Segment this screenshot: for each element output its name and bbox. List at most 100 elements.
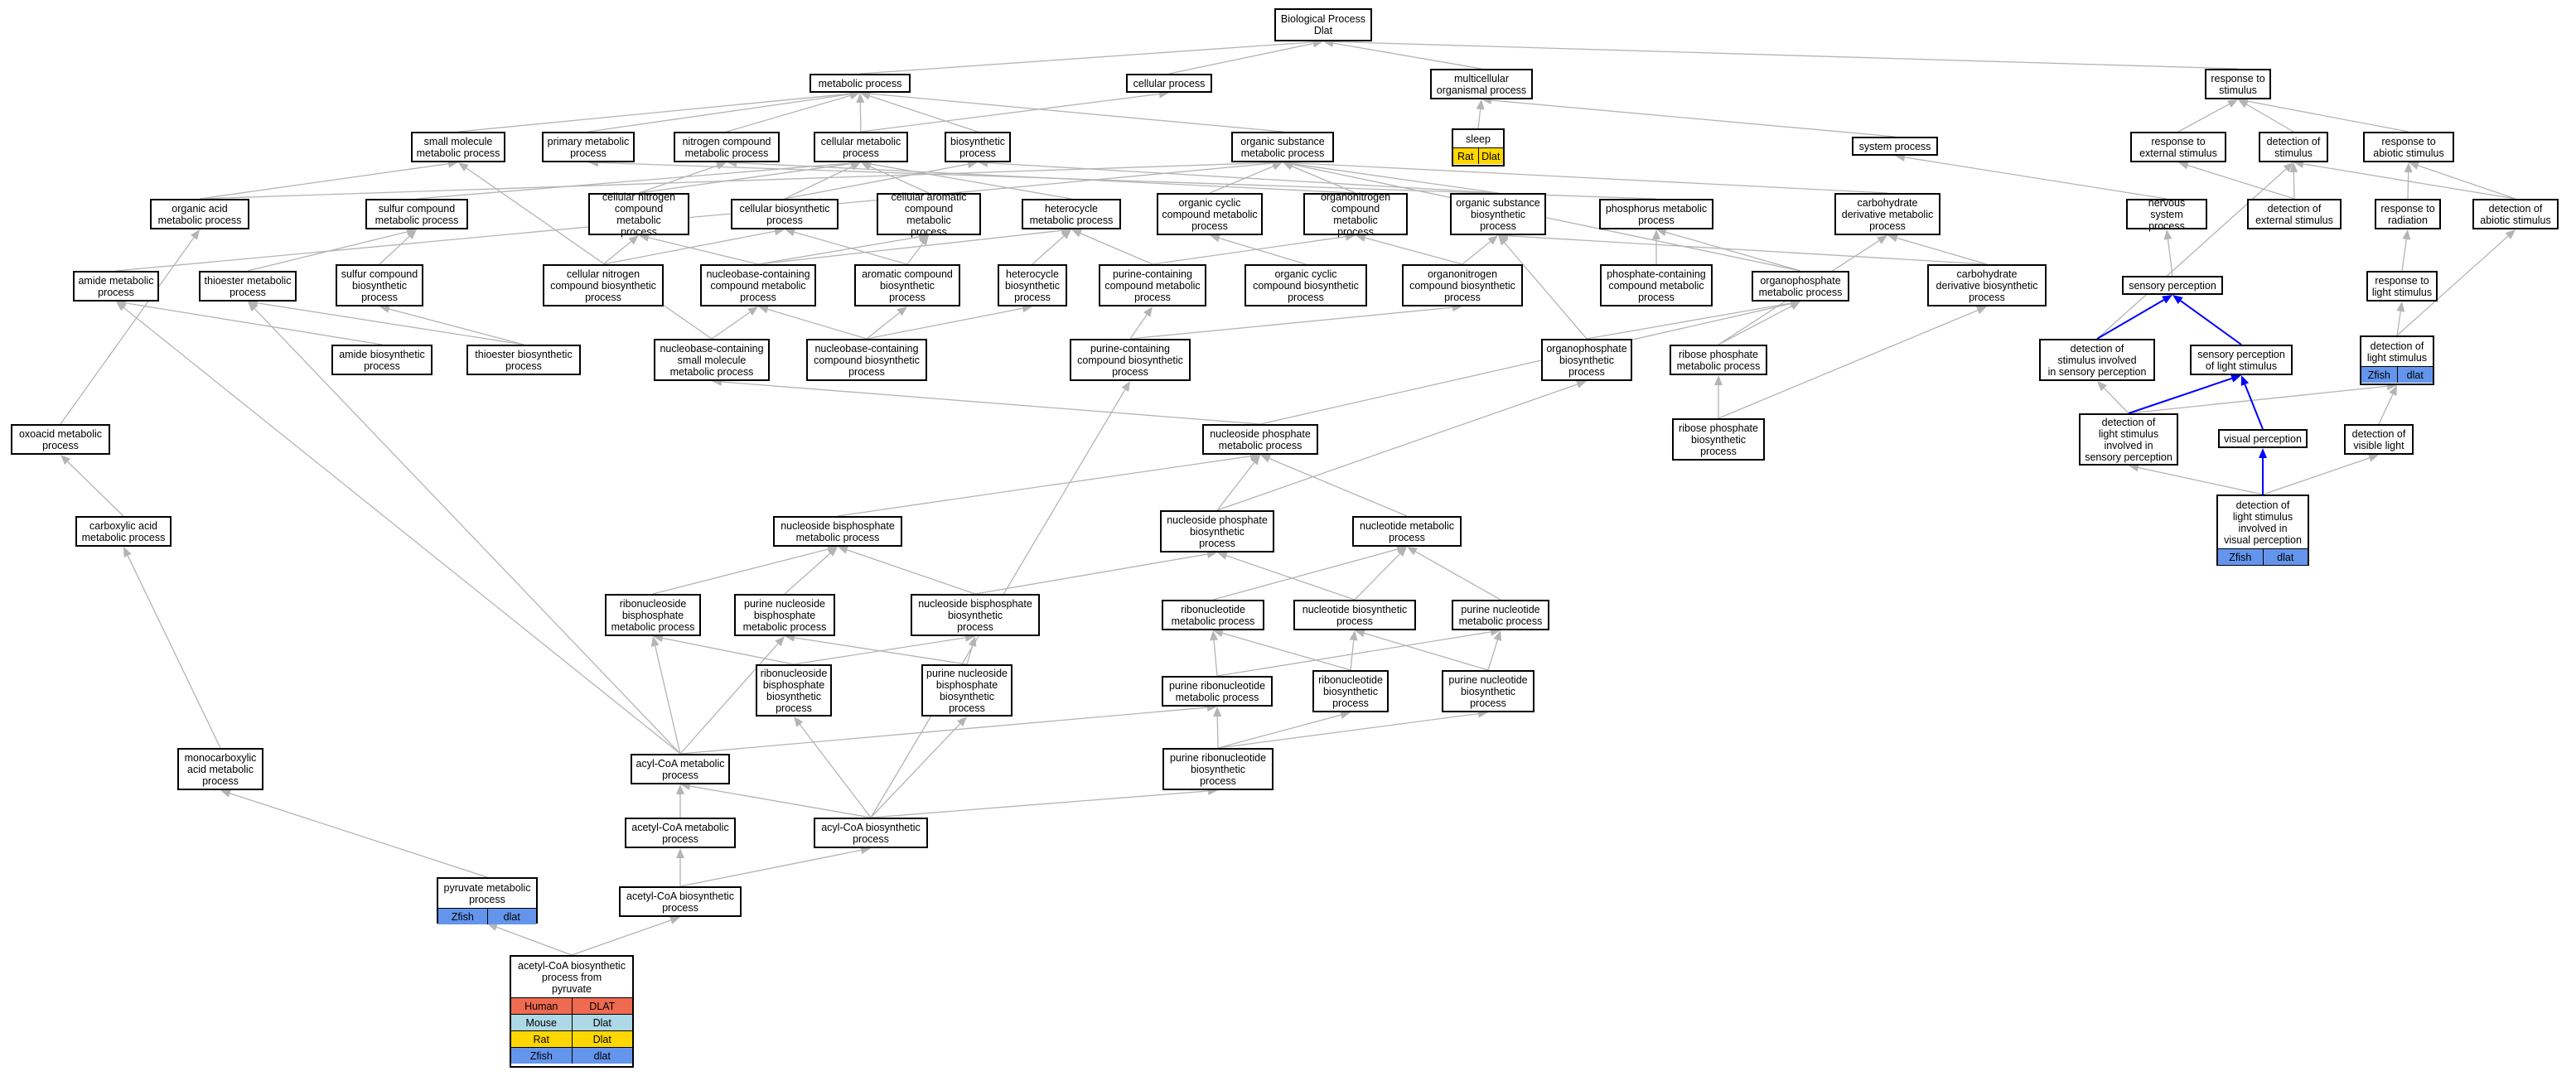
node-detection-of-stimulus-involved-in-sensory-perception[interactable]: detection of stimulus involved in sensor… [2039, 339, 2155, 381]
node-nucleobase-containing-compound-metabolic-process[interactable]: nucleobase-containing compound metabolic… [700, 264, 816, 306]
edge-arrowhead [2227, 99, 2238, 109]
edge-arrowhead [1493, 630, 1502, 641]
node-acetyl-coa-metabolic-process[interactable]: acetyl-CoA metabolic process [625, 818, 736, 848]
node-organic-substance-biosynthetic-process[interactable]: organic substance biosynthetic process [1450, 193, 1546, 235]
node-primary-metabolic-process[interactable]: primary metabolic process [542, 132, 635, 162]
node-detection-of-abiotic-stimulus[interactable]: detection of abiotic stimulus [2472, 199, 2559, 229]
node-sulfur-compound-metabolic-process[interactable]: sulfur compound metabolic process [365, 199, 468, 229]
edge [679, 643, 779, 755]
node-acyl-coa-metabolic-process[interactable]: acyl-CoA metabolic process [631, 754, 730, 784]
node-organic-acid-metabolic-process[interactable]: organic acid metabolic process [150, 199, 249, 229]
node-cellular-aromatic-compound-metabolic-process[interactable]: cellular aromatic compound metabolic pro… [877, 191, 981, 238]
edge-highlight [2128, 377, 2232, 414]
node-biological-process[interactable]: Biological Process Dlat [1274, 8, 1372, 41]
node-detection-of-stimulus[interactable]: detection of stimulus [2259, 132, 2328, 162]
node-ribonucleoside-bisphosphate-biosynthetic-process[interactable]: ribonucleoside bisphosphate biosynthetic… [756, 664, 832, 717]
node-cellular-nitrogen-compound-biosynthetic-process[interactable]: cellular nitrogen compound biosynthetic … [543, 264, 664, 306]
node-organic-cyclic-compound-biosynthetic-process[interactable]: organic cyclic compound biosynthetic pro… [1245, 264, 1367, 306]
node-sensory-perception[interactable]: sensory perception [2122, 276, 2223, 295]
node-amide-metabolic-process[interactable]: amide metabolic process [73, 271, 159, 302]
node-cellular-nitrogen-compound-metabolic-process[interactable]: cellular nitrogen compound metabolic pro… [588, 191, 689, 238]
node-organonitrogen-compound-biosynthetic-process[interactable]: organonitrogen compound biosynthetic pro… [1402, 264, 1523, 306]
node-nucleoside-phosphate-biosynthetic-process[interactable]: nucleoside phosphate biosynthetic proces… [1160, 510, 1274, 552]
node-label: detection of light stimulus involved in … [2224, 499, 2302, 546]
node-detection-of-visible-light[interactable]: detection of visible light [2344, 424, 2414, 455]
node-heterocycle-metabolic-process[interactable]: heterocycle metabolic process [1022, 199, 1121, 229]
node-nucleoside-bisphosphate-biosynthetic-process[interactable]: nucleoside bisphosphate biosynthetic pro… [911, 594, 1040, 636]
node-small-molecule-metabolic-process[interactable]: small molecule metabolic process [411, 132, 505, 162]
node-nucleoside-phosphate-metabolic-process[interactable]: nucleoside phosphate metabolic process [1202, 424, 1318, 455]
node-monocarboxylic-acid-metabolic-process[interactable]: monocarboxylic acid metabolic process [177, 748, 263, 790]
node-thioester-biosynthetic-process[interactable]: thioester biosynthetic process [466, 345, 581, 375]
node-sleep[interactable]: sleep Rat Dlat [1452, 128, 1505, 166]
node-carboxylic-acid-metabolic-process[interactable]: carboxylic acid metabolic process [75, 516, 172, 547]
node-phosphorus-metabolic-process[interactable]: phosphorus metabolic process [1599, 199, 1713, 229]
node-detection-of-light-stimulus-involved-in-sensory-perception[interactable]: detection of light stimulus involved in … [2079, 413, 2178, 466]
node-nervous-system-process[interactable]: nervous system process [2126, 197, 2207, 232]
node-thioester-metabolic-process[interactable]: thioester metabolic process [199, 271, 297, 302]
node-purine-containing-compound-metabolic-process[interactable]: purine-containing compound metabolic pro… [1099, 264, 1206, 306]
edge [757, 229, 1062, 265]
edge-arrowhead [794, 717, 804, 727]
edge-arrowhead [2389, 385, 2397, 396]
node-phosphate-containing-compound-metabolic-process[interactable]: phosphate-containing compound metabolic … [1600, 264, 1713, 306]
node-purine-nucleotide-metabolic-process[interactable]: purine nucleotide metabolic process [1452, 600, 1549, 630]
node-purine-nucleoside-bisphosphate-biosynthetic-process[interactable]: purine nucleoside bisphosphate biosynthe… [921, 664, 1013, 717]
edge [638, 165, 718, 194]
node-response-to-light-stimulus[interactable]: response to light stimulus [2366, 271, 2438, 302]
node-organic-cyclic-compound-metabolic-process[interactable]: organic cyclic compound metabolic proces… [1157, 193, 1263, 235]
node-ribonucleotide-metabolic-process[interactable]: ribonucleotide metabolic process [1162, 600, 1264, 630]
node-detection-of-light-stimulus-involved-in-visual-perception[interactable]: detection of light stimulus involved in … [2216, 495, 2309, 566]
node-organonitrogen-compound-metabolic-process[interactable]: organonitrogen compound metabolic proces… [1303, 191, 1408, 238]
node-heterocycle-biosynthetic-process[interactable]: heterocycle biosynthetic process [998, 264, 1067, 306]
node-ribonucleoside-bisphosphate-metabolic-process[interactable]: ribonucleoside bisphosphate metabolic pr… [605, 594, 701, 636]
node-nitrogen-compound-metabolic-process[interactable]: nitrogen compound metabolic process [674, 132, 780, 162]
edge-arrowhead [676, 784, 684, 794]
node-metabolic-process[interactable]: metabolic process [810, 74, 911, 93]
node-detection-of-light-stimulus[interactable]: detection of light stimulus Zfish dlat [2360, 335, 2434, 385]
edge [1226, 555, 1356, 601]
node-purine-ribonucleotide-metabolic-process[interactable]: purine ribonucleotide metabolic process [1162, 676, 1273, 707]
node-nucleotide-biosynthetic-process[interactable]: nucleotide biosynthetic process [1293, 600, 1416, 630]
node-purine-containing-compound-biosynthetic-process[interactable]: purine-containing compound biosynthetic … [1070, 339, 1191, 381]
node-biosynthetic-process[interactable]: biosynthetic process [945, 132, 1011, 162]
node-sulfur-compound-biosynthetic-process[interactable]: sulfur compound biosynthetic process [336, 264, 423, 306]
node-acyl-coa-biosynthetic-process[interactable]: acyl-CoA biosynthetic process [814, 818, 928, 848]
node-multicellular-organismal-process[interactable]: multicellular organismal process [1430, 69, 1533, 99]
node-ribonucleotide-biosynthetic-process[interactable]: ribonucleotide biosynthetic process [1312, 670, 1389, 712]
node-cellular-metabolic-process[interactable]: cellular metabolic process [814, 132, 908, 162]
node-organic-substance-metabolic-process[interactable]: organic substance metabolic process [1231, 132, 1334, 162]
node-ribose-phosphate-metabolic-process[interactable]: ribose phosphate metabolic process [1670, 345, 1767, 375]
node-nucleobase-containing-compound-biosynthetic-process[interactable]: nucleobase-containing compound biosynthe… [806, 339, 927, 381]
node-carbohydrate-derivative-biosynthetic-process[interactable]: carbohydrate derivative biosynthetic pro… [1927, 264, 2047, 306]
node-detection-of-external-stimulus[interactable]: detection of external stimulus [2247, 199, 2342, 229]
node-response-to-radiation[interactable]: response to radiation [2375, 199, 2441, 229]
node-organophosphate-biosynthetic-process[interactable]: organophosphate biosynthetic process [1541, 339, 1632, 381]
node-cellular-biosynthetic-process[interactable]: cellular biosynthetic process [731, 199, 839, 229]
node-acetyl-coa-biosynthetic-process-from-pyruvate[interactable]: acetyl-CoA biosynthetic process from pyr… [510, 955, 634, 1068]
node-oxoacid-metabolic-process[interactable]: oxoacid metabolic process [11, 424, 110, 455]
node-response-to-stimulus[interactable]: response to stimulus [2205, 69, 2271, 99]
node-purine-ribonucleotide-biosynthetic-process[interactable]: purine ribonucleotide biosynthetic proce… [1162, 748, 1274, 790]
node-organophosphate-metabolic-process[interactable]: organophosphate metabolic process [1752, 271, 1849, 302]
edge-highlight-arrowhead [2240, 375, 2250, 386]
node-aromatic-compound-biosynthetic-process[interactable]: aromatic compound biosynthetic process [854, 264, 960, 306]
node-cellular-process[interactable]: cellular process [1126, 74, 1212, 93]
edge [1213, 639, 1218, 677]
node-nucleobase-containing-small-molecule-metabolic-process[interactable]: nucleobase-containing small molecule met… [654, 339, 770, 381]
edge [799, 724, 872, 818]
node-purine-nucleoside-bisphosphate-metabolic-process[interactable]: purine nucleoside bisphosphate metabolic… [734, 594, 835, 636]
node-amide-biosynthetic-process[interactable]: amide biosynthetic process [331, 345, 433, 375]
node-sensory-perception-of-light-stimulus[interactable]: sensory perception of light stimulus [2190, 345, 2293, 375]
node-acetyl-coa-biosynthetic-process[interactable]: acetyl-CoA biosynthetic process [619, 886, 742, 917]
node-response-to-external-stimulus[interactable]: response to external stimulus [2130, 132, 2226, 162]
node-carbohydrate-derivative-metabolic-process[interactable]: carbohydrate derivative metabolic proces… [1834, 193, 1940, 235]
node-purine-nucleotide-biosynthetic-process[interactable]: purine nucleotide biosynthetic process [1442, 670, 1534, 712]
node-pyruvate-metabolic-process[interactable]: pyruvate metabolic process Zfish dlat [437, 877, 538, 924]
node-nucleotide-metabolic-process[interactable]: nucleotide metabolic process [1352, 516, 1462, 547]
node-ribose-phosphate-biosynthetic-process[interactable]: ribose phosphate biosynthetic process [1672, 418, 1765, 461]
node-response-to-abiotic-stimulus[interactable]: response to abiotic stimulus [2363, 132, 2454, 162]
node-visual-perception[interactable]: visual perception [2218, 429, 2308, 448]
node-system-process[interactable]: system process [1852, 137, 1938, 156]
node-nucleoside-bisphosphate-metabolic-process[interactable]: nucleoside bisphosphate metabolic proces… [773, 516, 902, 547]
